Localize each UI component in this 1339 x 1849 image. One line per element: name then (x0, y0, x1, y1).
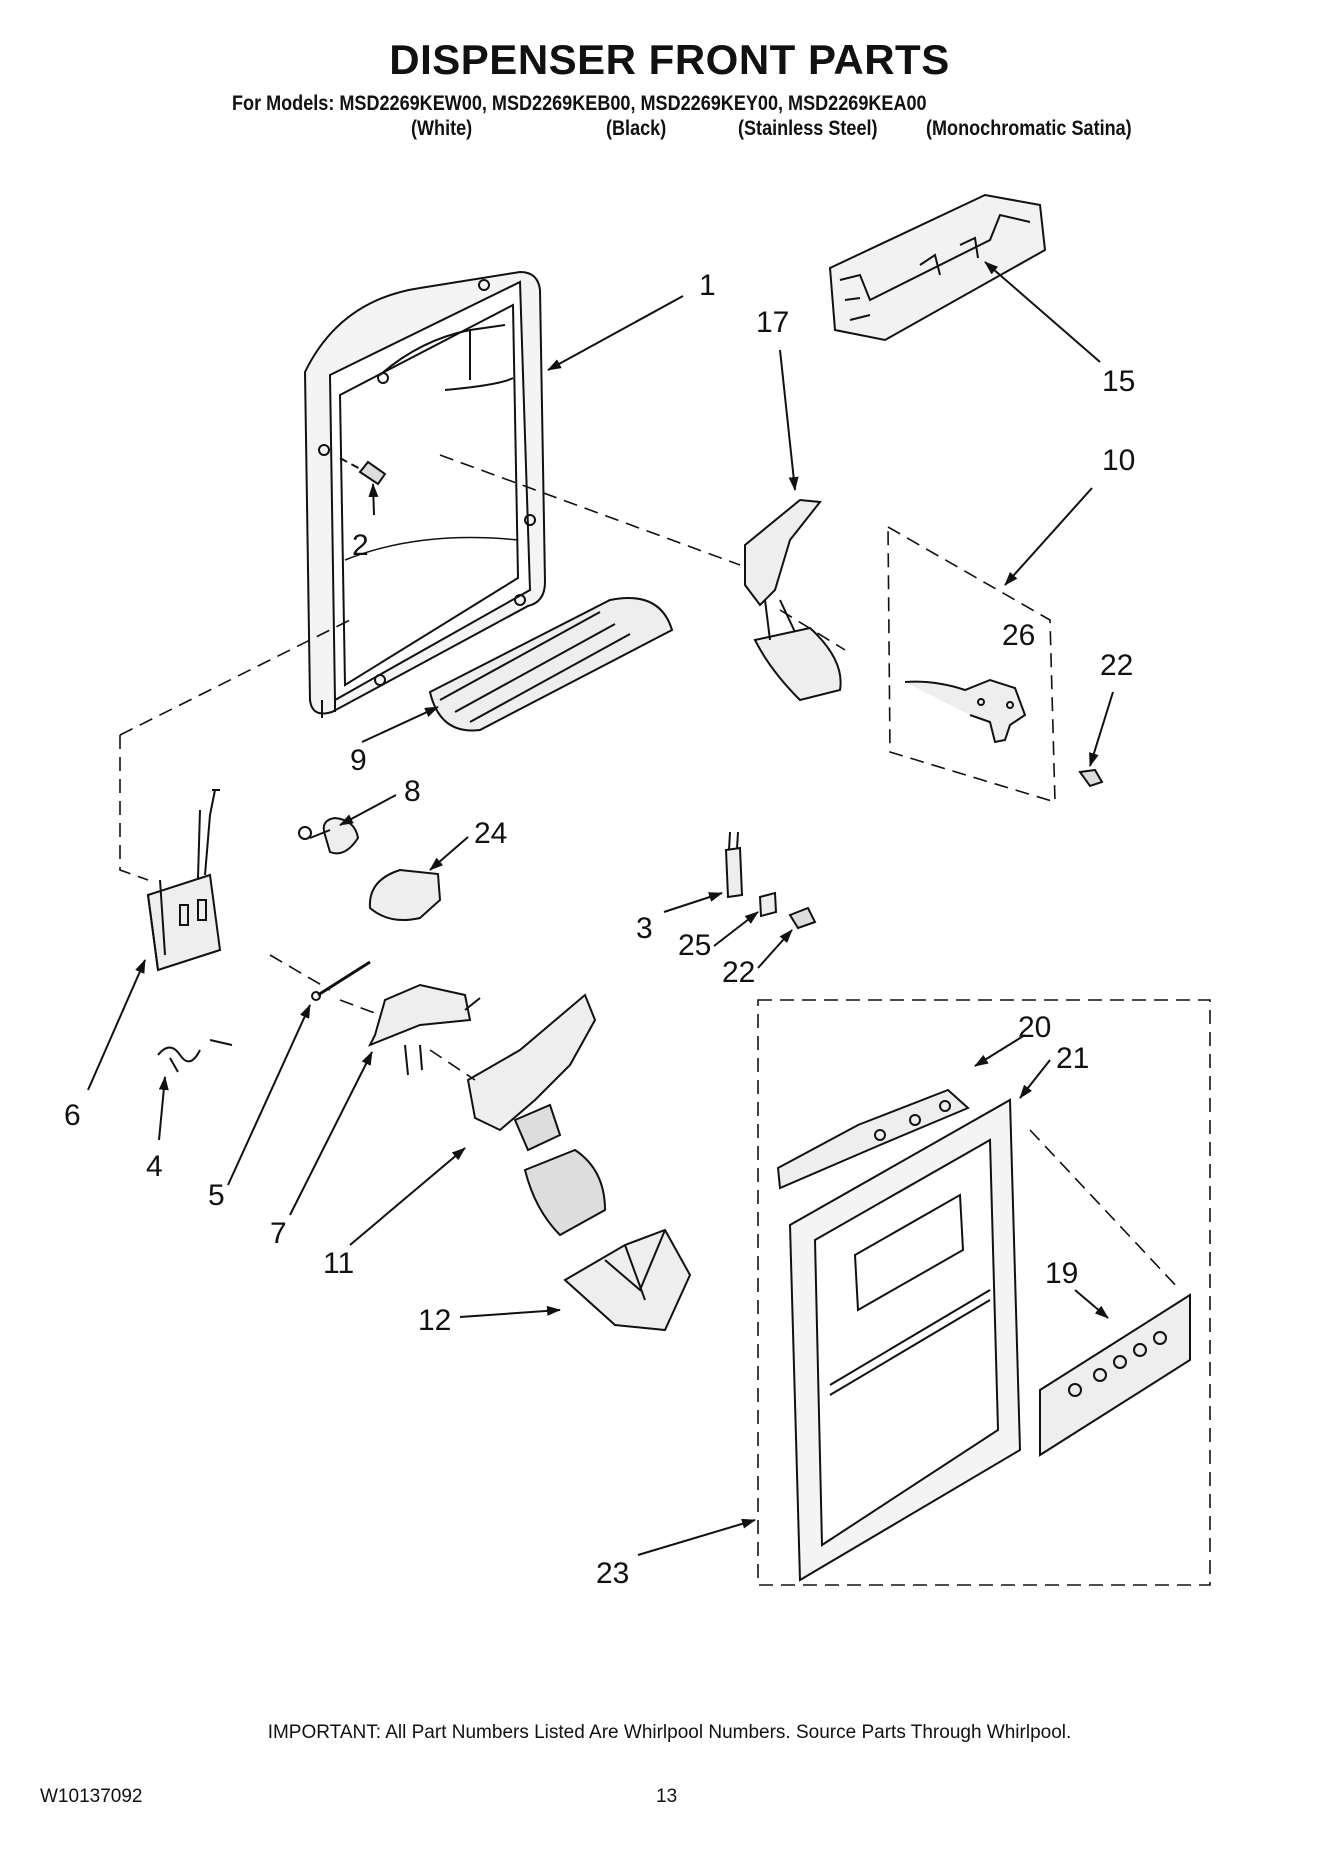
footer-note: IMPORTANT: All Part Numbers Listed Are W… (267, 1722, 1072, 1743)
callout-1: 1 (699, 269, 716, 302)
part-22-screw-lower (788, 906, 817, 930)
part-3-bracket (724, 831, 744, 899)
callout-2: 2 (352, 529, 369, 562)
callout-19: 19 (1045, 1257, 1078, 1290)
part-19-control-panel (1039, 1293, 1191, 1457)
part-17-paddle (744, 498, 842, 702)
part-15-bracket (828, 193, 1047, 342)
part-8-damper (298, 816, 360, 855)
part-26-switch-actuator (904, 678, 1027, 744)
callout-5: 5 (208, 1179, 225, 1212)
callout-8: 8 (404, 775, 421, 808)
callout-arrows (87, 261, 1114, 1556)
document-number: W10137092 (40, 1786, 143, 1807)
callout-20: 20 (1018, 1011, 1051, 1044)
callout-24: 24 (474, 817, 507, 850)
callout-26: 26 (1002, 619, 1035, 652)
part-7-lever (367, 983, 481, 1076)
callout-9: 9 (350, 744, 367, 777)
variant-black: (Black) (606, 117, 667, 140)
callout-10: 10 (1102, 444, 1135, 477)
callout-6: 6 (64, 1099, 81, 1132)
assembly-lines (119, 454, 1211, 1586)
part-11-actuator (466, 993, 607, 1237)
callout-25: 25 (678, 929, 711, 962)
callout-23: 23 (596, 1557, 629, 1590)
callout-17: 17 (756, 306, 789, 339)
callout-7: 7 (270, 1217, 287, 1250)
part-6-switch-block (146, 789, 222, 972)
part-25-shim (758, 891, 778, 918)
part-4-spring (157, 1039, 233, 1073)
callout-3: 3 (636, 912, 653, 945)
callout-4: 4 (146, 1150, 163, 1183)
callout-22-lower: 22 (722, 956, 755, 989)
variant-stainless: (Stainless Steel) (738, 117, 878, 140)
callout-21: 21 (1056, 1042, 1089, 1075)
part-24-cover (368, 868, 442, 921)
part-12-chute (563, 1228, 692, 1332)
part-5-pin (311, 960, 371, 1001)
callout-11: 11 (323, 1247, 354, 1280)
callout-22-upper: 22 (1100, 649, 1133, 682)
callout-15: 15 (1102, 365, 1135, 398)
callout-12: 12 (418, 1304, 451, 1337)
part-2-screw (339, 457, 387, 486)
part-22-screw-upper (1078, 768, 1104, 788)
part-21-frame (788, 1098, 1022, 1582)
page-title: DISPENSER FRONT PARTS (389, 36, 950, 83)
variant-satina: (Monochromatic Satina) (926, 117, 1132, 140)
part-9-drip-tray (428, 597, 674, 732)
models-line: For Models: MSD2269KEW00, MSD2269KEB00, … (232, 92, 927, 115)
part-1-housing (303, 270, 547, 718)
variant-white: (White) (411, 117, 473, 140)
part-20-strip (776, 1088, 970, 1190)
page-number: 13 (656, 1786, 678, 1807)
